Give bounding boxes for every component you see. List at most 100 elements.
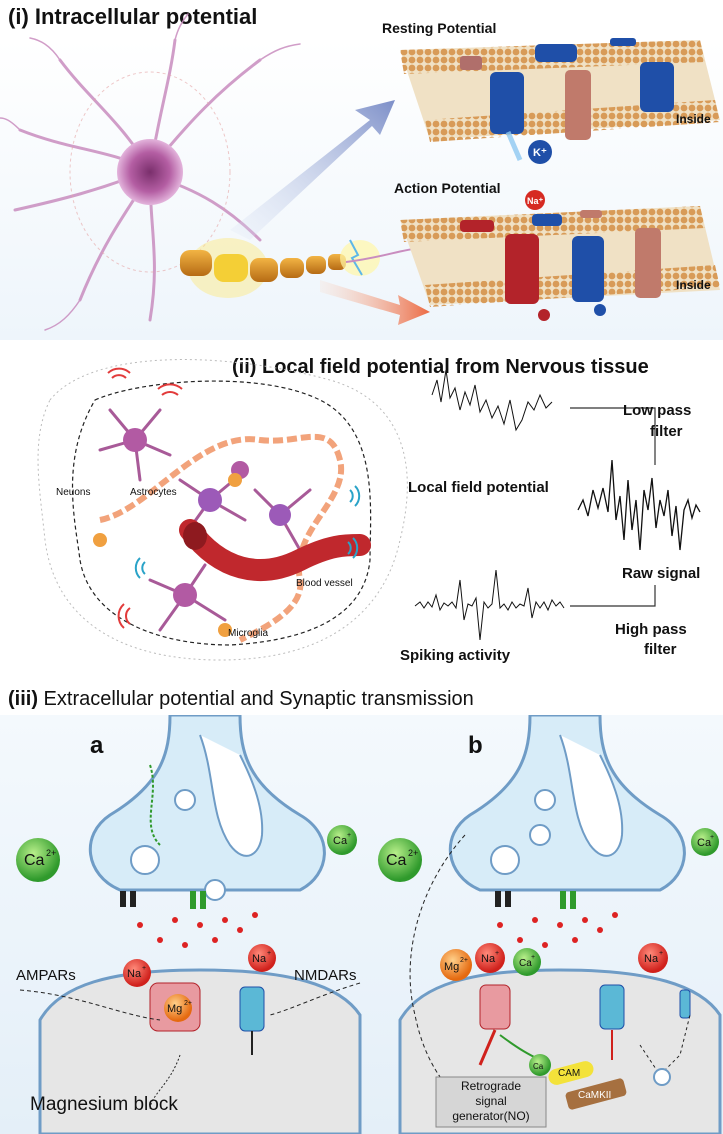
label-low-pass-2: filter [650,423,683,440]
svg-text:Na: Na [481,953,496,965]
retrograde-line-2: signal [475,1094,507,1108]
retrograde-line-1: Retrograde [460,1079,522,1093]
nmdar-receptor-b [599,984,625,1030]
svg-text:+: + [267,950,271,957]
na-ion-icon [525,190,545,210]
ca-ion-right-a [327,825,357,855]
label-astrocytes: Astrocytes [130,487,177,498]
k-channel-icon [490,72,524,134]
svg-text:Ca: Ca [519,958,532,969]
tissue-axon [99,433,345,643]
arrow-to-action [320,280,430,325]
ampars-label: AMPARs [16,967,76,984]
svg-text:+: + [659,950,663,957]
ca-ion-right-b [691,828,719,856]
camkii-block [565,1078,627,1110]
nmdar-receptor [239,986,265,1032]
svg-text:Na: Na [252,953,267,965]
signal-wave-icons [107,367,361,629]
tissue-outer-boundary [37,359,408,661]
neuron-soma [117,139,183,205]
resting-potential-label: Resting Potential [382,20,497,36]
k-ion-icon [528,140,552,164]
label-blood-vessel: Blood vessel [296,578,353,589]
nmdars-label: NMDARs [294,967,357,984]
ampar-receptor-b [479,984,511,1030]
svg-text:2+: 2+ [46,848,56,858]
arrow-to-resting [230,100,395,240]
svg-text:2+: 2+ [184,1000,192,1007]
spiking-trace [414,569,565,641]
blood-vessel [179,519,371,581]
svg-text:Ca: Ca [533,1062,544,1071]
inside-label-action: Inside [676,278,711,292]
svg-text:2+: 2+ [408,848,418,858]
action-potential-label: Action Potential [394,180,501,196]
panel-iii-title-rest: Extracellular potential and Synaptic tra… [38,688,474,710]
panel-ii-title: (ii) Local field potential from Nervous … [232,356,649,378]
panel-iii-graphic: Ca 2+ Ca + Na + Na + Mg 2+ [0,715,723,1134]
na-ion-b-1 [475,943,505,973]
svg-text:Ca: Ca [24,852,45,869]
label-spiking: Spiking activity [400,647,511,664]
magnesium-block-label: Magnesium block [30,1094,178,1115]
panel-i-title: (i) Intracellular potential [8,4,258,29]
camkii-label: CaMKII [578,1090,612,1101]
panel-i-graphic: K⁺ Na⁺ [0,13,723,340]
synapse-b-label: b [468,732,483,759]
panel-iii-title: (iii) Extracellular potential and Synapt… [8,688,474,711]
ca-ion-left-b [378,838,422,882]
svg-text:Ca: Ca [697,837,712,849]
svg-text:Mg: Mg [167,1003,182,1015]
inside-label-resting: Inside [676,112,711,126]
na-channel-icon [505,234,539,304]
mg-ion-b [440,949,472,981]
svg-text:+: + [531,954,535,961]
ca-ion-left-a [16,838,60,882]
resting-membrane [400,38,720,164]
cam-block [548,1061,594,1085]
label-lfp: Local field potential [408,479,549,496]
svg-text:Mg: Mg [444,961,459,973]
label-microglia: Microglia [228,628,269,639]
svg-text:Na: Na [644,953,659,965]
retrograde-box [435,1076,547,1128]
svg-text:Ca: Ca [333,835,348,847]
svg-text:Na⁺: Na⁺ [527,196,544,206]
svg-text:2+: 2+ [460,957,468,964]
retrograde-line-3: generator(NO) [452,1109,530,1123]
cam-label: CAM [558,1068,581,1079]
myelinated-axon [180,238,421,298]
svg-text:Na: Na [127,968,142,980]
synapse-a-nt-dots [137,912,258,948]
ca-ion-post-b [529,1054,551,1076]
filter-connectors [570,407,656,607]
synapse-b [378,715,722,1134]
svg-text:+: + [347,832,351,839]
svg-text:+: + [710,834,714,841]
na-ion-b-2 [638,943,668,973]
na-ion-a-2 [248,944,276,972]
action-membrane [400,190,720,321]
retrograde-label: Retrograde signal generator(NO) [436,1079,546,1124]
na-ion-a-1 [123,959,151,987]
svg-text:+: + [142,965,146,972]
label-high-pass-2: filter [644,641,677,658]
raw-signal-trace [577,459,701,551]
label-neurons: Neuons [56,487,91,498]
svg-text:+: + [495,950,499,957]
mg-ion-a [164,994,192,1022]
panel-ii-graphic [37,359,701,661]
label-low-pass-1: Low pass [623,402,692,419]
lfp-trace [431,369,553,432]
ca-ion-mid-b [513,948,541,976]
tissue-inner-boundary [71,380,372,646]
svg-text:K⁺: K⁺ [533,147,547,159]
synapse-a [16,715,362,1134]
svg-text:Ca: Ca [386,852,407,869]
panel-iii-title-bold: (iii) [8,688,38,710]
label-high-pass-1: High pass [615,621,687,638]
label-raw-signal: Raw signal [622,565,701,582]
synapse-b-nt-dots [497,912,618,948]
synapse-a-label: a [90,732,104,759]
